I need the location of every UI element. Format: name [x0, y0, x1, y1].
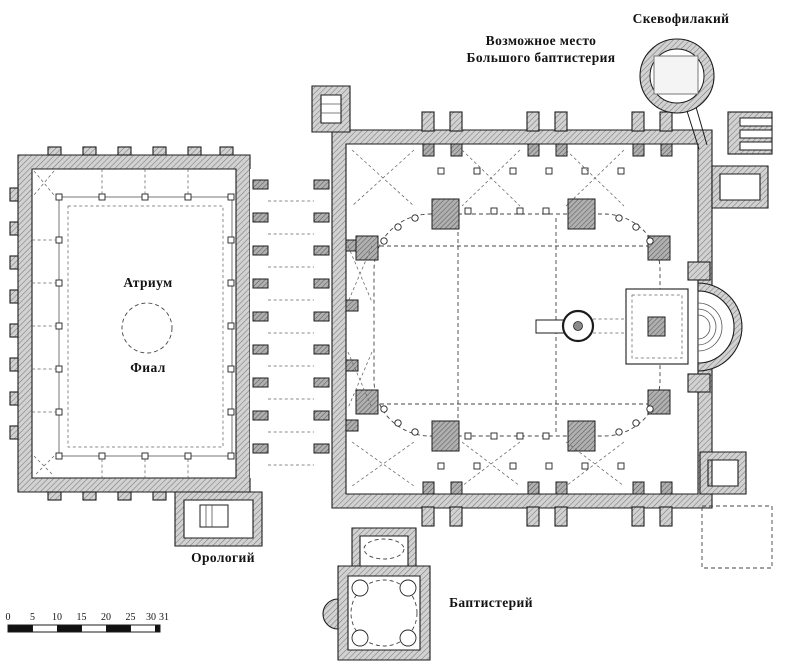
horologion-label: Орологий: [191, 550, 255, 565]
atrium-buttresses-top: [47, 146, 234, 156]
annex-structures: [311, 85, 773, 569]
aisle-column-bases: [437, 167, 625, 470]
baptistery-structure: [322, 527, 431, 661]
horologion-structure: [174, 491, 263, 547]
atrium-label: Атриум: [123, 275, 172, 290]
main-church: [331, 111, 743, 527]
inner-chamber: [653, 55, 699, 95]
scale-tick-10: 10: [52, 612, 62, 623]
scale-tick-30: 30: [146, 612, 156, 623]
altar: [647, 316, 666, 337]
narthex-bay-lines: [268, 200, 314, 466]
atrium-courtyard: [58, 196, 233, 457]
great-piers: [431, 198, 596, 452]
skevophylakion-label: Скевофилакий: [633, 11, 730, 26]
nave-colonnade-bases: [464, 207, 550, 440]
corridor-walls: [686, 106, 708, 150]
corner-piers: [355, 235, 671, 415]
scale-tick-20: 20: [101, 612, 111, 623]
church-buttresses-bottom: [421, 506, 673, 527]
ambulatory-bay-lines: [32, 169, 189, 478]
scale-tick-0: 0: [6, 612, 11, 623]
courtyard-column-bases: [55, 193, 235, 460]
scale-tick-15: 15: [77, 612, 87, 623]
stair-treads: [205, 505, 213, 527]
baptistery-font-circle: [350, 579, 418, 647]
scale-bar: 0 5 10 15 20 25 30 31: [6, 612, 169, 633]
southeast-dashed-structure: [701, 505, 773, 569]
southeast-annex-room: [699, 451, 747, 495]
possible-baptistery-label-line1: Возможное место: [486, 33, 597, 48]
phiale-fountain-circle: [121, 302, 173, 354]
atrium-structure: [9, 146, 251, 501]
scale-tick-31: 31: [159, 612, 169, 623]
scale-tick-5: 5: [30, 612, 35, 623]
peristyle-roofline: [67, 205, 224, 448]
sanctuary: [625, 288, 689, 365]
skeuophylakion-structure: [639, 38, 715, 150]
church-buttresses-top: [421, 111, 673, 132]
inner-wall-pier-stubs: [345, 143, 673, 495]
baptistery-label: Баптистерий: [449, 595, 533, 610]
exedra-columns: [380, 214, 654, 436]
baptistery-hall: [337, 565, 431, 661]
nave-outline: [373, 213, 661, 437]
synthronon-step: [697, 302, 723, 352]
northwest-vestibule: [311, 85, 351, 133]
phiale-label: Фиал: [130, 360, 165, 375]
east-annex-room: [711, 165, 769, 209]
apse: [687, 261, 743, 393]
baptistery-vestibule: [351, 527, 417, 567]
plan-labels: Скевофилакий Возможное место Большого ба…: [123, 11, 729, 610]
ambo: [535, 309, 626, 343]
atrium-buttresses-left: [9, 187, 19, 440]
church-outer-walls: [331, 129, 713, 509]
aisle-vault-marks: [347, 149, 625, 487]
synthronon-step: [697, 308, 717, 346]
nave-floor-lines: [380, 218, 654, 432]
scale-tick-25: 25: [126, 612, 136, 623]
narthex: [250, 169, 332, 478]
narthex-pier-row-east: [313, 179, 330, 454]
possible-baptistery-label-line2: Большого баптистерия: [467, 50, 616, 65]
northeast-annex: [727, 111, 773, 155]
synthronon-step: [697, 314, 711, 340]
baptistery-west-apse: [322, 598, 339, 630]
narthex-pier-row-west: [252, 179, 269, 454]
